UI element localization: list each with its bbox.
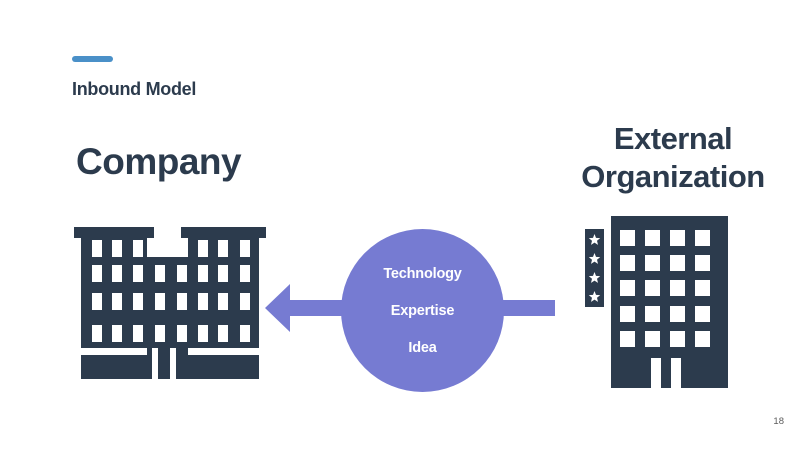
company-building-icon [74,227,266,379]
accent-line [72,56,113,62]
page-number: 18 [773,416,784,427]
slide-subtitle: Inbound Model [72,79,197,99]
transfer-item-technology: Technology [383,265,462,282]
transfer-item-idea: Idea [408,339,437,356]
transfer-item-expertise: Expertise [390,302,455,319]
company-title: Company [76,141,242,182]
external-building-icon [585,216,728,388]
external-organization-title: External Organization [581,121,765,194]
transfer-circle: Technology Expertise Idea [341,229,504,392]
